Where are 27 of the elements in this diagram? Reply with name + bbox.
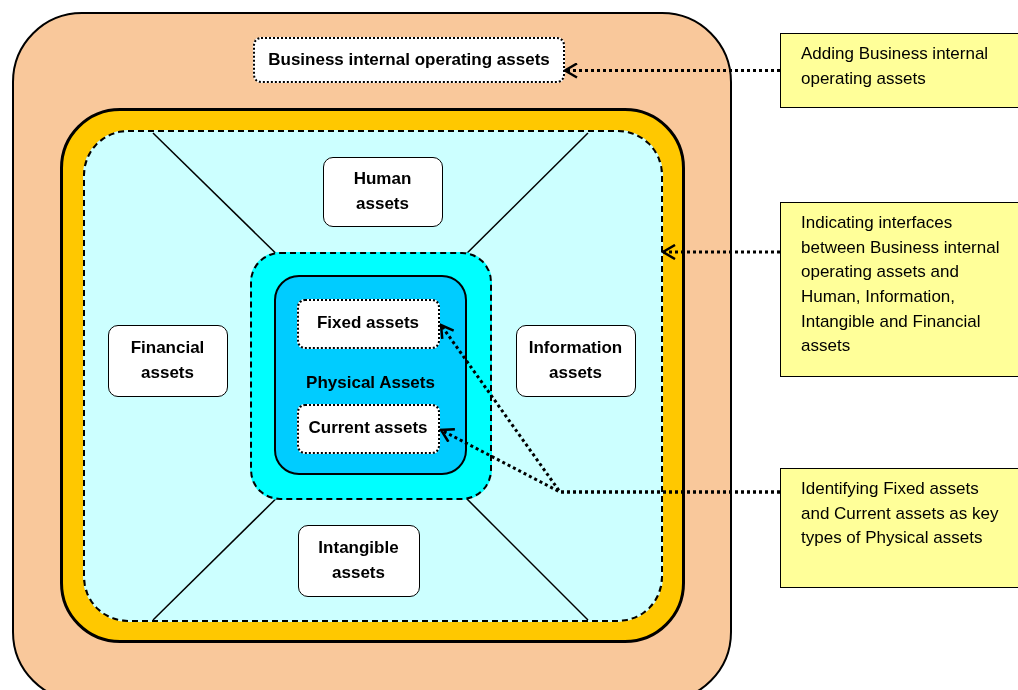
box-label: Physical Assets: [306, 372, 435, 394]
physical-assets-box: [274, 275, 467, 475]
core-panel: [249, 251, 492, 500]
outer-panel: [12, 12, 732, 690]
note-text: Identifying Fixed assets and Current assets as key types of Physical assets: [801, 478, 1000, 550]
asset-box: [322, 156, 443, 227]
box-label: Human assets: [352, 167, 413, 215]
box-label: Current assets: [308, 417, 428, 440]
asset-box: [296, 403, 440, 454]
asset-box: [297, 524, 420, 597]
box-label: Intangible assets: [317, 536, 400, 584]
note-box: [780, 33, 1018, 108]
box-label: Business internal operating assets: [268, 48, 550, 71]
box-label: Fixed assets: [316, 312, 420, 335]
asset-box: [296, 298, 440, 349]
asset-box: [515, 324, 636, 397]
note-text: Adding Business internal operating assets: [801, 43, 990, 90]
arrow: [661, 243, 780, 261]
note-text: Indicating interfaces between Business internal operating assets and Human, Information, Intangible and Financial assets: [801, 212, 1001, 358]
box-label: Information assets: [527, 336, 624, 384]
note-box: [780, 468, 1018, 588]
box-label: Financial assets: [129, 336, 206, 384]
arrow: [439, 428, 780, 494]
title-box: [253, 37, 565, 83]
note-box: [780, 202, 1018, 377]
arrow: [563, 62, 780, 79]
asset-box: [107, 324, 228, 397]
